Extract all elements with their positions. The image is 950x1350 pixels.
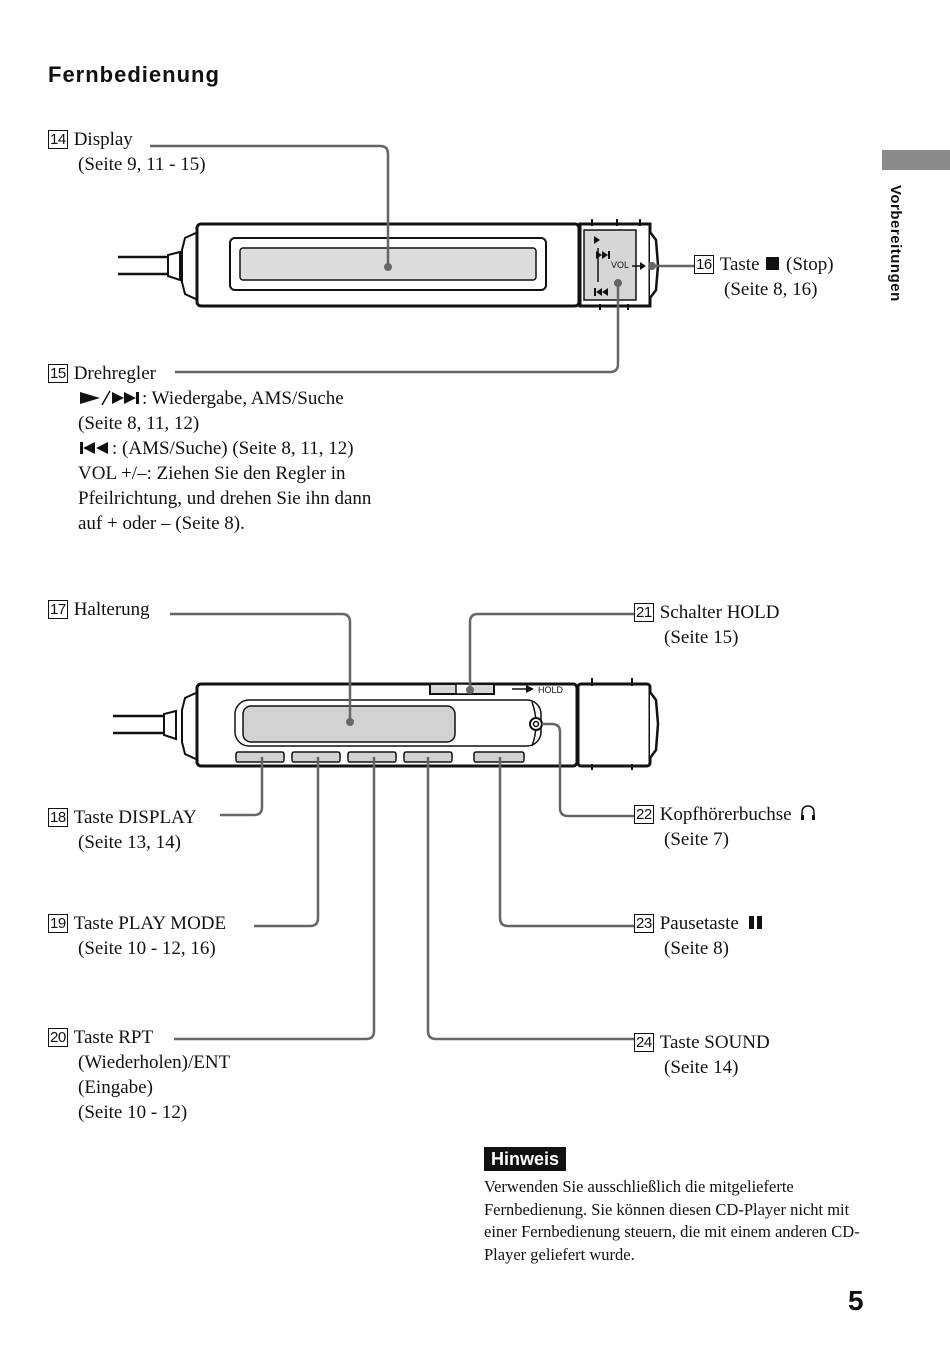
- label-subtext: (Seite 10 - 12, 16): [78, 938, 216, 959]
- label-subtext: (Eingabe): [78, 1077, 153, 1098]
- label-display-button: 18 Taste DISPLAY (Seite 13, 14): [48, 805, 197, 855]
- label-text: (Stop): [786, 254, 834, 275]
- label-text: Taste RPT: [73, 1027, 154, 1048]
- label-text: Taste PLAY MODE: [73, 913, 227, 934]
- label-clip: 17 Halterung: [48, 597, 150, 622]
- rewind-icon: [80, 442, 108, 454]
- label-text: Schalter HOLD: [659, 602, 780, 623]
- callout-number: 23: [634, 914, 654, 933]
- stop-icon: [766, 257, 780, 270]
- label-text: Halterung: [73, 599, 150, 620]
- label-subtext: (Seite 15): [664, 627, 739, 648]
- label-subtext: auf + oder – (Seite 8).: [78, 513, 245, 534]
- callout-lines-top: [150, 144, 694, 374]
- callout-number: 15: [48, 364, 68, 383]
- page-number: 5: [848, 1285, 864, 1316]
- label-sound-button: 24 Taste SOUND (Seite 14): [634, 1030, 770, 1080]
- label-subtext: (Seite 7): [664, 829, 729, 850]
- section-tab-label: Vorbereitungen: [887, 185, 904, 302]
- label-subtext: (Seite 9, 11 - 15): [78, 154, 206, 175]
- label-play-mode-button: 19 Taste PLAY MODE (Seite 10 - 12, 16): [48, 911, 226, 961]
- note-text: Verwenden Sie ausschließlich die mitgeli…: [484, 1177, 860, 1264]
- callout-number: 21: [634, 603, 654, 622]
- label-subtext: (Seite 10 - 12): [78, 1102, 188, 1123]
- callout-dots-top: [384, 262, 656, 287]
- callout-dots-bottom: [346, 686, 474, 726]
- page-title: Fernbedienung: [48, 62, 220, 87]
- callout-number: 16: [694, 255, 714, 274]
- label-text: Pausetaste: [659, 913, 739, 934]
- callout-number: 17: [48, 600, 68, 619]
- label-subtext: (Wiederholen)/ENT: [78, 1052, 231, 1073]
- section-tab: Vorbereitungen: [872, 185, 912, 315]
- hold-label: HOLD: [538, 685, 564, 695]
- callout-number: 19: [48, 914, 68, 933]
- play-fastforward-icon: [80, 390, 139, 406]
- remote-side-view: [113, 678, 660, 770]
- label-subtext: (Seite 8): [664, 938, 729, 959]
- label-text: : Wiedergabe, AMS/Suche: [142, 388, 344, 409]
- callout-lines-bottom: [170, 612, 634, 1041]
- callout-number: 14: [48, 130, 68, 149]
- callout-number: 20: [48, 1028, 68, 1047]
- note-heading: Hinweis: [484, 1147, 567, 1171]
- label-text: Taste: [719, 254, 760, 275]
- section-tab-bar: [882, 150, 950, 170]
- label-headphone-jack: 22 Kopfhörerbuchse (Seite 7): [634, 802, 817, 852]
- label-text: Kopfhörerbuchse: [659, 804, 792, 825]
- callout-number: 18: [48, 808, 68, 827]
- label-text: Taste DISPLAY: [73, 807, 197, 828]
- label-subtext: (Seite 8, 11, 12): [78, 413, 200, 434]
- label-jog-dial: 15 Drehregler : Wiedergabe, AMS/Suche (Se…: [48, 361, 371, 536]
- label-subtext: (Seite 8, 16): [724, 279, 818, 300]
- vol-label: VOL: [611, 260, 630, 270]
- label-hold-switch: 21 Schalter HOLD (Seite 15): [634, 600, 779, 650]
- label-text: : (AMS/Suche) (Seite 8, 11, 12): [112, 438, 354, 459]
- label-pause-button: 23 Pausetaste (Seite 8): [634, 911, 764, 961]
- label-text: Display: [73, 129, 133, 150]
- label-text: Taste SOUND: [659, 1032, 770, 1053]
- label-subtext: (Seite 13, 14): [78, 832, 181, 853]
- label-subtext: VOL +/–: Ziehen Sie den Regler in: [78, 463, 346, 484]
- label-subtext: Pfeilrichtung, und drehen Sie ihn dann: [78, 488, 372, 509]
- callout-number: 24: [634, 1033, 654, 1052]
- headphone-icon: [801, 805, 816, 820]
- label-display: 14 Display (Seite 9, 11 - 15): [48, 127, 206, 177]
- label-subtext: (Seite 14): [664, 1057, 739, 1078]
- label-stop-button: 16 Taste (Stop) (Seite 8, 16): [694, 252, 834, 302]
- callout-number: 22: [634, 805, 654, 824]
- pause-icon: [748, 916, 762, 929]
- label-text: Drehregler: [73, 363, 156, 384]
